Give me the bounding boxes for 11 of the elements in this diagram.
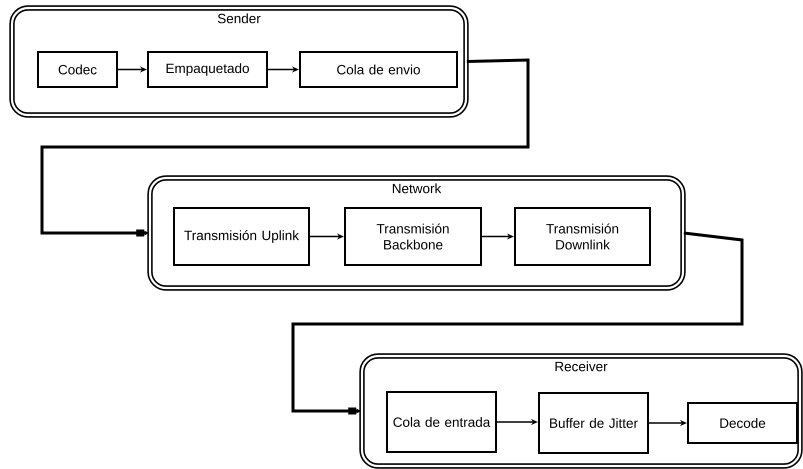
process-box: Empaquetado <box>147 51 268 88</box>
process-box: Buffer de Jitter <box>538 392 649 454</box>
process-box: Transmisión Downlink <box>514 207 651 266</box>
arrow <box>292 232 744 414</box>
arrow <box>40 58 530 236</box>
process-box: Decode <box>687 402 798 444</box>
process-box: Transmisión Backbone <box>344 207 482 266</box>
process-box: Codec <box>37 51 118 88</box>
process-box: Cola de envio <box>299 51 458 88</box>
process-box: Transmisión Uplink <box>173 207 310 266</box>
process-box: Cola de entrada <box>386 391 497 453</box>
